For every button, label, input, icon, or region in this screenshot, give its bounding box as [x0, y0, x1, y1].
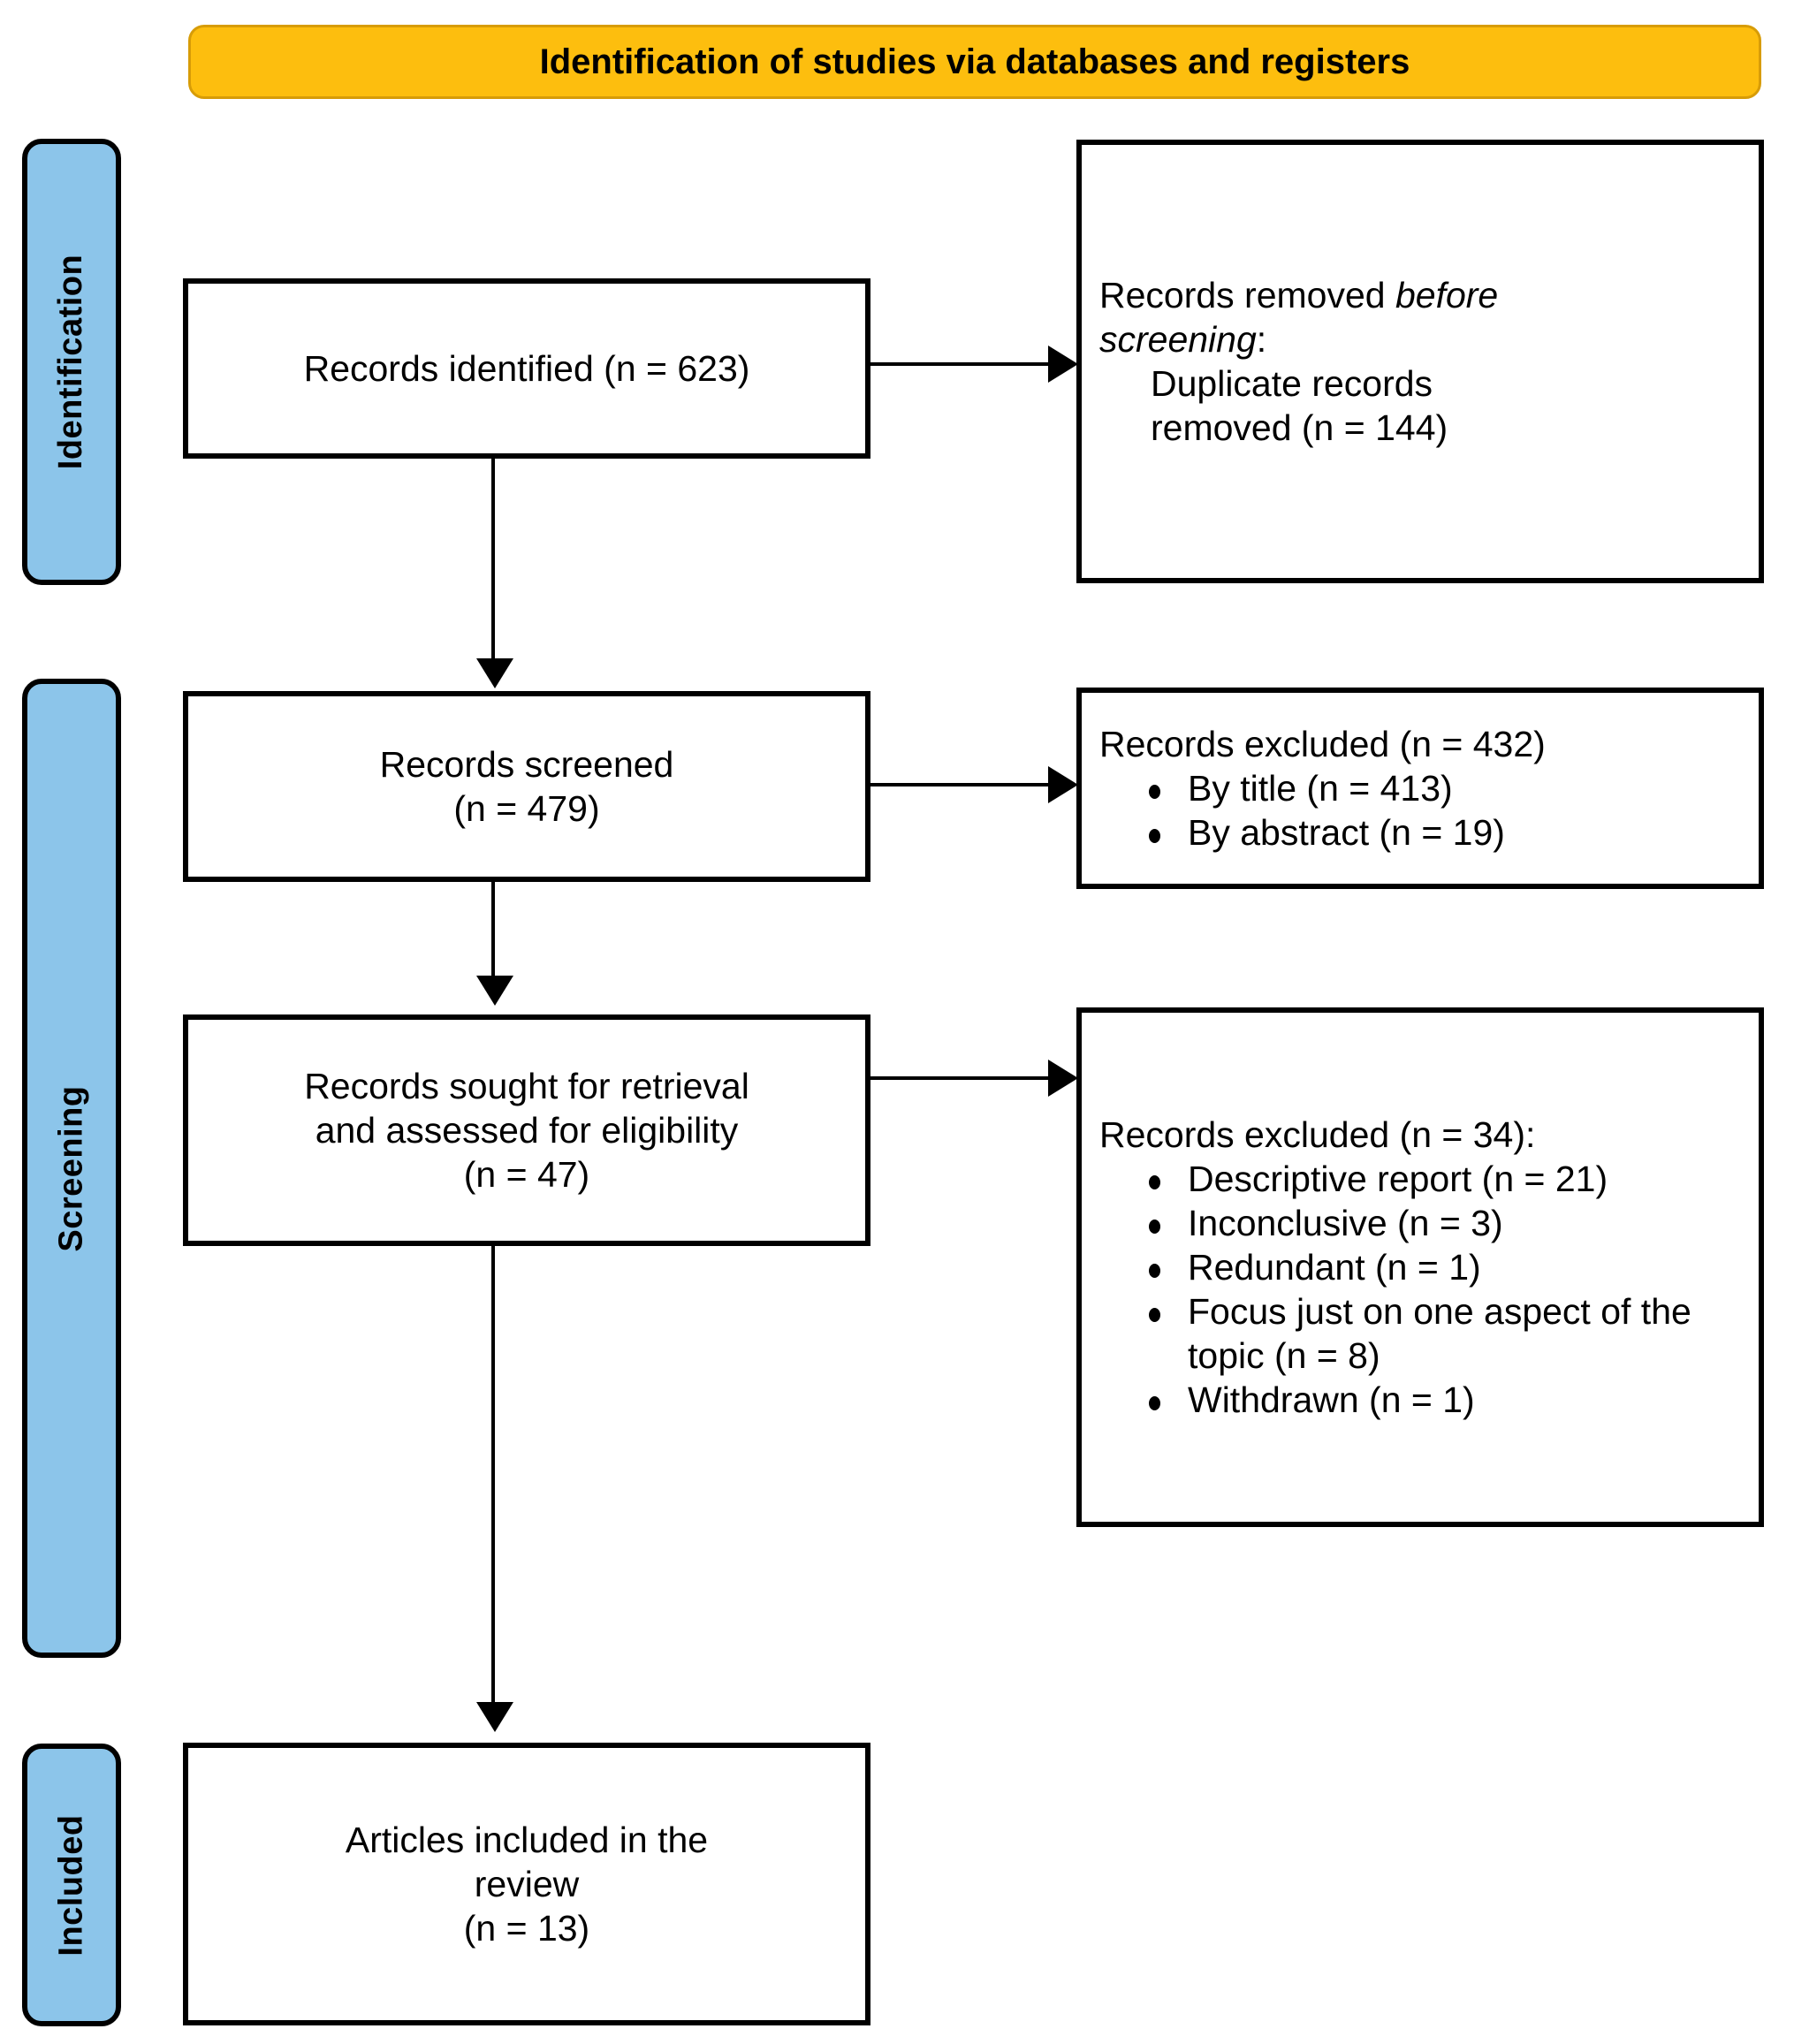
connector-line-sought-to-included	[491, 1246, 495, 1713]
records-removed-line2: screening:	[1099, 317, 1741, 361]
records-screened-line2: (n = 479)	[453, 788, 600, 829]
stage-label-included: Included	[22, 1744, 121, 2026]
box-records-screened: Records screened (n = 479)	[183, 691, 870, 882]
diagram-title: Identification of studies via databases …	[539, 42, 1410, 81]
diagram-header-banner: Identification of studies via databases …	[188, 25, 1761, 99]
articles-included-line3: (n = 13)	[463, 1908, 590, 1949]
arrow-right-icon	[1048, 766, 1078, 803]
records-removed-line1-italic: before	[1395, 274, 1499, 315]
records-excluded-eligibility-list: Descriptive report (n = 21) Inconclusive…	[1082, 1157, 1759, 1422]
arrow-down-icon	[476, 658, 513, 688]
records-removed-line1-pre: Records removed	[1099, 274, 1395, 315]
articles-included-line1: Articles included in the	[345, 1819, 709, 1860]
connector-line-screened-to-excluded	[870, 783, 1056, 786]
records-excluded-screening-list: By title (n = 413) By abstract (n = 19)	[1082, 766, 1759, 855]
box-records-excluded-eligibility: Records excluded (n = 34): Descriptive r…	[1076, 1007, 1764, 1527]
records-removed-line2-italic: screening	[1099, 318, 1257, 360]
arrow-right-icon	[1048, 346, 1078, 383]
list-item: Focus just on one aspect of the topic (n…	[1149, 1289, 1759, 1378]
records-removed-line1: Records removed before	[1099, 273, 1741, 317]
records-removed-body: Records removed before screening: Duplic…	[1082, 273, 1759, 450]
arrow-right-icon	[1048, 1060, 1078, 1097]
box-records-excluded-screening: Records excluded (n = 432) By title (n =…	[1076, 688, 1764, 889]
connector-line-screened-to-sought	[491, 882, 495, 986]
stage-label-screening: Screening	[22, 679, 121, 1658]
list-item: By title (n = 413)	[1149, 766, 1759, 810]
records-sought-line3: (n = 47)	[463, 1154, 590, 1195]
records-sought-line1: Records sought for retrieval	[304, 1065, 749, 1106]
list-item: Redundant (n = 1)	[1149, 1245, 1759, 1289]
stage-label-identification: Identification	[22, 139, 121, 585]
stage-identification-text: Identification	[52, 254, 90, 470]
arrow-down-icon	[476, 1702, 513, 1732]
records-removed-line4: removed (n = 144)	[1151, 407, 1448, 449]
connector-line-identified-to-screened	[491, 459, 495, 669]
list-item: Withdrawn (n = 1)	[1149, 1378, 1759, 1422]
records-sought-line2: and assessed for eligibility	[315, 1109, 739, 1151]
records-removed-line2-post: :	[1256, 318, 1267, 360]
connector-line-identified-to-removed	[870, 362, 1056, 366]
records-identified-line1: Records identified (n = 623)	[303, 347, 750, 389]
box-articles-included: Articles included in the review (n = 13)	[183, 1743, 870, 2025]
arrow-down-icon	[476, 976, 513, 1006]
records-removed-line3: Duplicate records	[1151, 363, 1433, 404]
list-item: Inconclusive (n = 3)	[1149, 1201, 1759, 1245]
box-records-sought-for-retrieval: Records sought for retrieval and assesse…	[183, 1014, 870, 1246]
articles-included-line2: review	[474, 1863, 580, 1904]
stage-screening-text: Screening	[52, 1084, 90, 1252]
box-records-identified: Records identified (n = 623)	[183, 278, 870, 459]
stage-included-text: Included	[52, 1813, 90, 1957]
records-excluded-eligibility-heading: Records excluded (n = 34):	[1099, 1113, 1536, 1155]
list-item: Descriptive report (n = 21)	[1149, 1157, 1759, 1201]
records-screened-line1: Records screened	[379, 743, 674, 785]
connector-line-sought-to-excluded	[870, 1076, 1056, 1080]
list-item: By abstract (n = 19)	[1149, 810, 1759, 855]
records-excluded-screening-heading: Records excluded (n = 432)	[1099, 723, 1546, 764]
box-records-removed-before-screening: Records removed before screening: Duplic…	[1076, 140, 1764, 583]
